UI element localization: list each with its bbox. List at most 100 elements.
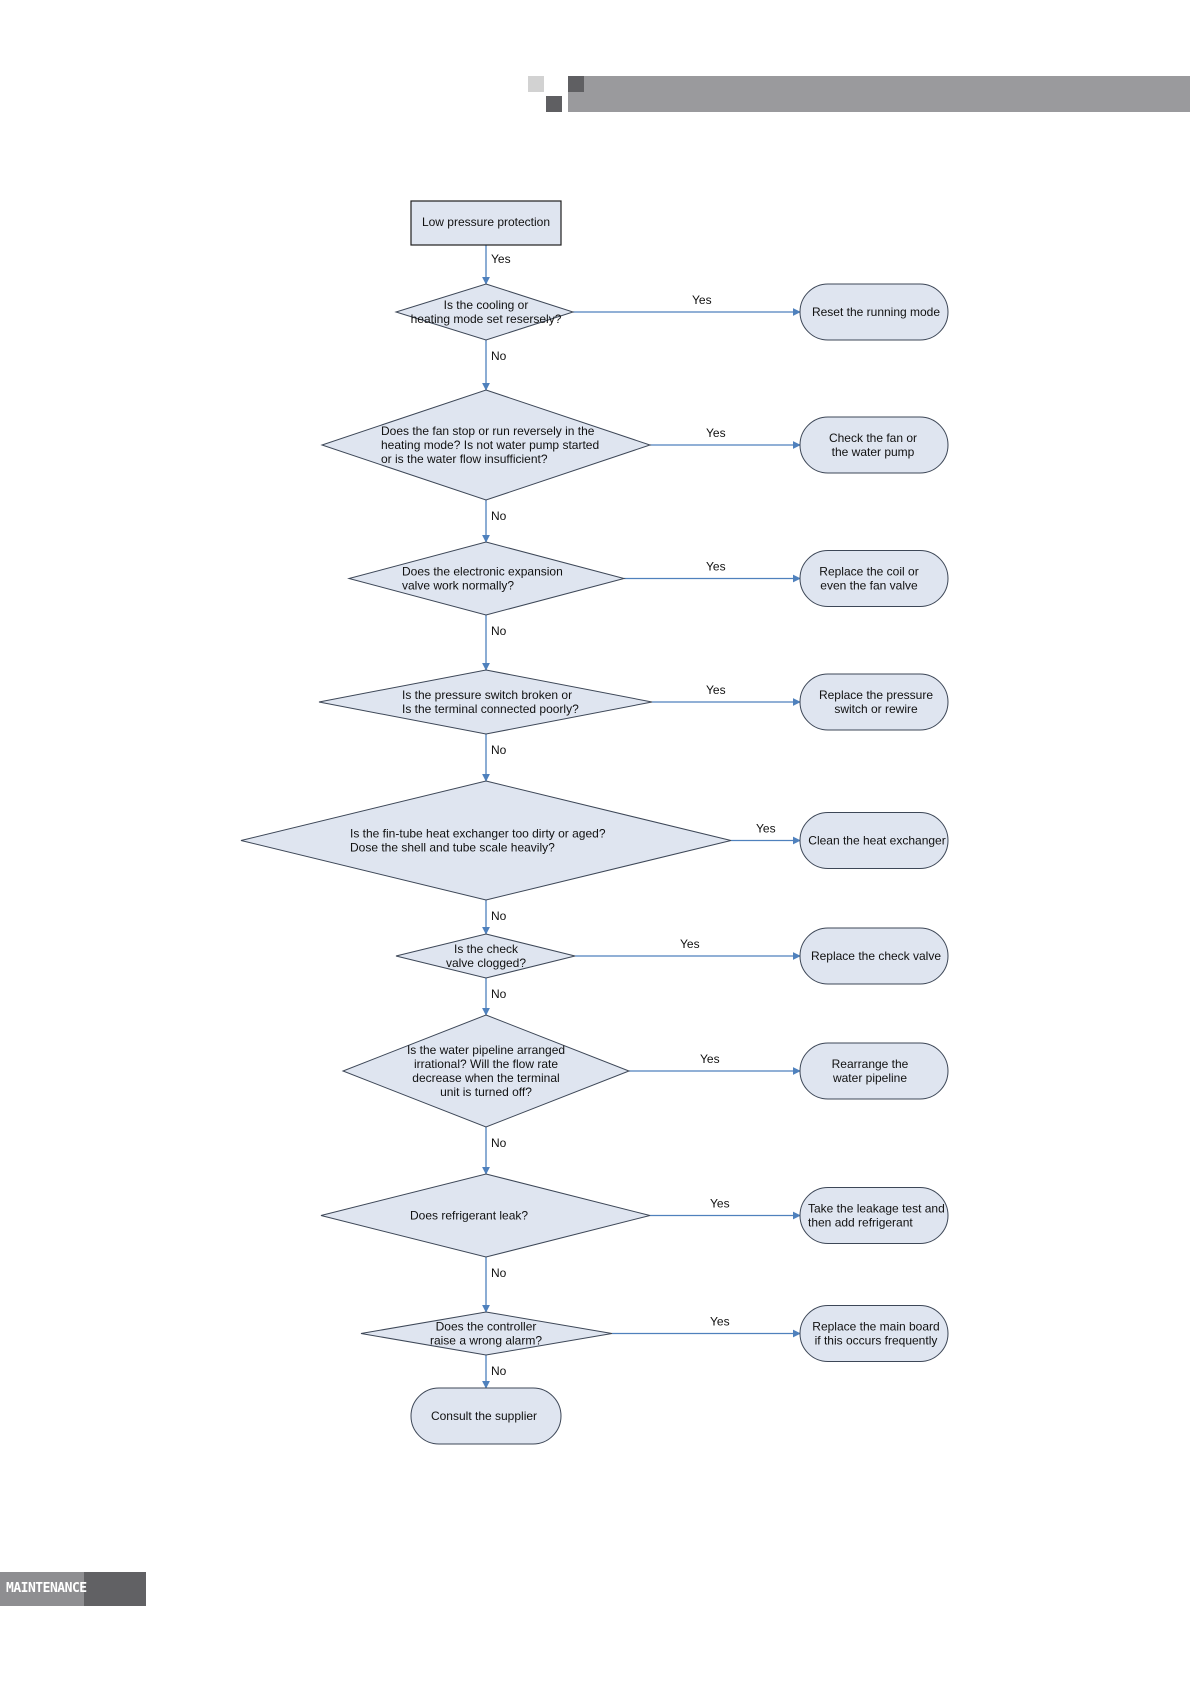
start-label: Low pressure protection [422,215,550,229]
edge-label-no: No [491,1136,507,1150]
decision-question-line: valve work normally? [402,579,514,593]
edge-label-yes: Yes [700,1052,720,1066]
decision-question-line: heating mode set resersely? [411,312,562,326]
action-box [799,673,949,731]
edge-label-no: No [491,349,507,363]
action-label-line: Replace the check valve [811,949,941,963]
decision-diamond [394,283,575,341]
decision-question: Is the fin-tube heat exchanger too dirty… [350,827,606,855]
decision-question-line: valve clogged? [446,956,526,970]
action-label: Clean the heat exchanger [808,834,945,848]
decision-question: Does refrigerant leak? [410,1209,528,1223]
action-box [799,1187,949,1244]
edge-label-yes: Yes [491,252,511,266]
decision-question-line: Is the terminal connected poorly? [402,702,579,716]
decision-diamond [395,933,576,979]
edge-label-no: No [491,1364,507,1378]
decision-question-line: unit is turned off? [440,1085,532,1099]
edge-label-no: No [491,987,507,1001]
decision-question: Does the fan stop or run reversely in th… [381,424,599,466]
action-label-line: then add refrigerant [808,1216,913,1230]
edge-label-no: No [491,624,507,638]
action-label-line: Replace the pressure [819,688,933,702]
action-label-line: water pipeline [832,1071,907,1085]
edge-label-yes: Yes [706,683,726,697]
decision-diamond [347,541,626,616]
header-square-dark [568,76,584,92]
decision-question-line: decrease when the terminal [412,1071,559,1085]
edge-label-yes: Yes [680,937,700,951]
decision-question-line: Is the fin-tube heat exchanger too dirty… [350,827,606,841]
header-bar [568,76,1190,112]
edge-label-no: No [491,509,507,523]
action-label: Reset the running mode [812,305,940,319]
header-square-light [528,76,544,92]
action-label-line: Replace the coil or [819,565,918,579]
footer-section-label: MAINTENANCE [0,1572,87,1606]
edge-label-no: No [491,743,507,757]
action-label-line: even the fan valve [820,579,918,593]
action-label-line: Rearrange the [832,1057,909,1071]
decision-question-line: or is the water flow insufficient? [381,452,548,466]
decision-diamond [320,389,652,501]
end-terminal [410,1387,562,1445]
edge-label-yes: Yes [710,1315,730,1329]
decision-diamond [240,780,732,901]
action-label-line: Reset the running mode [812,305,940,319]
decision-question-line: Does the fan stop or run reversely in th… [381,424,595,438]
decision-question-line: Dose the shell and tube scale heavily? [350,841,555,855]
edge-label-yes: Yes [756,822,776,836]
decision-question-line: raise a wrong alarm? [430,1334,542,1348]
decision-diamond [341,1014,631,1128]
decision-question-line: heating mode? Is not water pump started [381,438,599,452]
edge-label-yes: Yes [692,293,712,307]
action-label-line: Clean the heat exchanger [808,834,945,848]
edge-label-yes: Yes [706,560,726,574]
edge-label-yes: Yes [710,1197,730,1211]
edge-label-no: No [491,909,507,923]
action-label-line: Check the fan or [829,431,917,445]
action-box [799,416,949,474]
decision-question-line: Is the pressure switch broken or [402,688,572,702]
action-box [799,812,949,869]
action-box [799,1042,949,1100]
action-label: Replace the check valve [811,949,941,963]
action-box [799,550,949,607]
action-label-line: Take the leakage test and [808,1202,945,1216]
decision-diamond [320,1173,651,1258]
action-label-line: switch or rewire [834,702,918,716]
decision-question-line: Does refrigerant leak? [410,1209,528,1223]
end-label: Consult the supplier [431,1409,537,1423]
decision-question-line: Does the controller [436,1320,537,1334]
decision-question-line: Does the electronic expansion [402,565,563,579]
edge-label-no: No [491,1266,507,1280]
action-box [799,1305,949,1362]
start-box [410,200,562,246]
action-box [799,283,949,341]
decision-diamond [318,669,653,735]
header-square-dark-lower [546,96,562,112]
decision-question-line: Is the cooling or [444,298,529,312]
action-label-line: Replace the main board [812,1320,939,1334]
decision-question-line: Is the check [454,942,519,956]
action-label-line: the water pump [832,445,915,459]
action-label-line: if this occurs frequently [815,1334,938,1348]
edge-label-yes: Yes [706,426,726,440]
decision-question-line: irrational? Will the flow rate [414,1057,558,1071]
decision-diamond [360,1311,613,1356]
decision-question-line: Is the water pipeline arranged [407,1043,565,1057]
